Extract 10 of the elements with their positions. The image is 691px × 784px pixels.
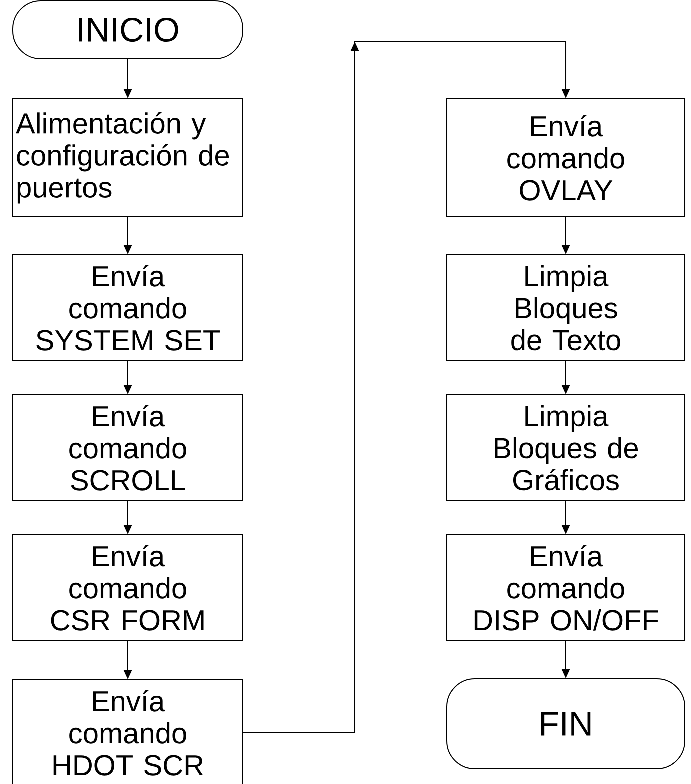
process-box: Limpia Bloques de Gráficos <box>446 394 686 502</box>
process-box: Envía comando OVLAY <box>446 98 686 218</box>
process-box: Envía comando DISP ON/OFF <box>446 534 686 642</box>
process-box: Envía comando SYSTEM SET <box>12 254 244 362</box>
process-box: Limpia Bloques de Texto <box>446 254 686 362</box>
process-box: Alimentación y configuración de puertos <box>12 98 244 218</box>
process-box: Envía comando CSR FORM <box>12 534 244 642</box>
process-box: Envía comando SCROLL <box>12 394 244 502</box>
process-box: Envía comando HDOT SCR <box>12 680 244 784</box>
arrow <box>243 42 570 734</box>
